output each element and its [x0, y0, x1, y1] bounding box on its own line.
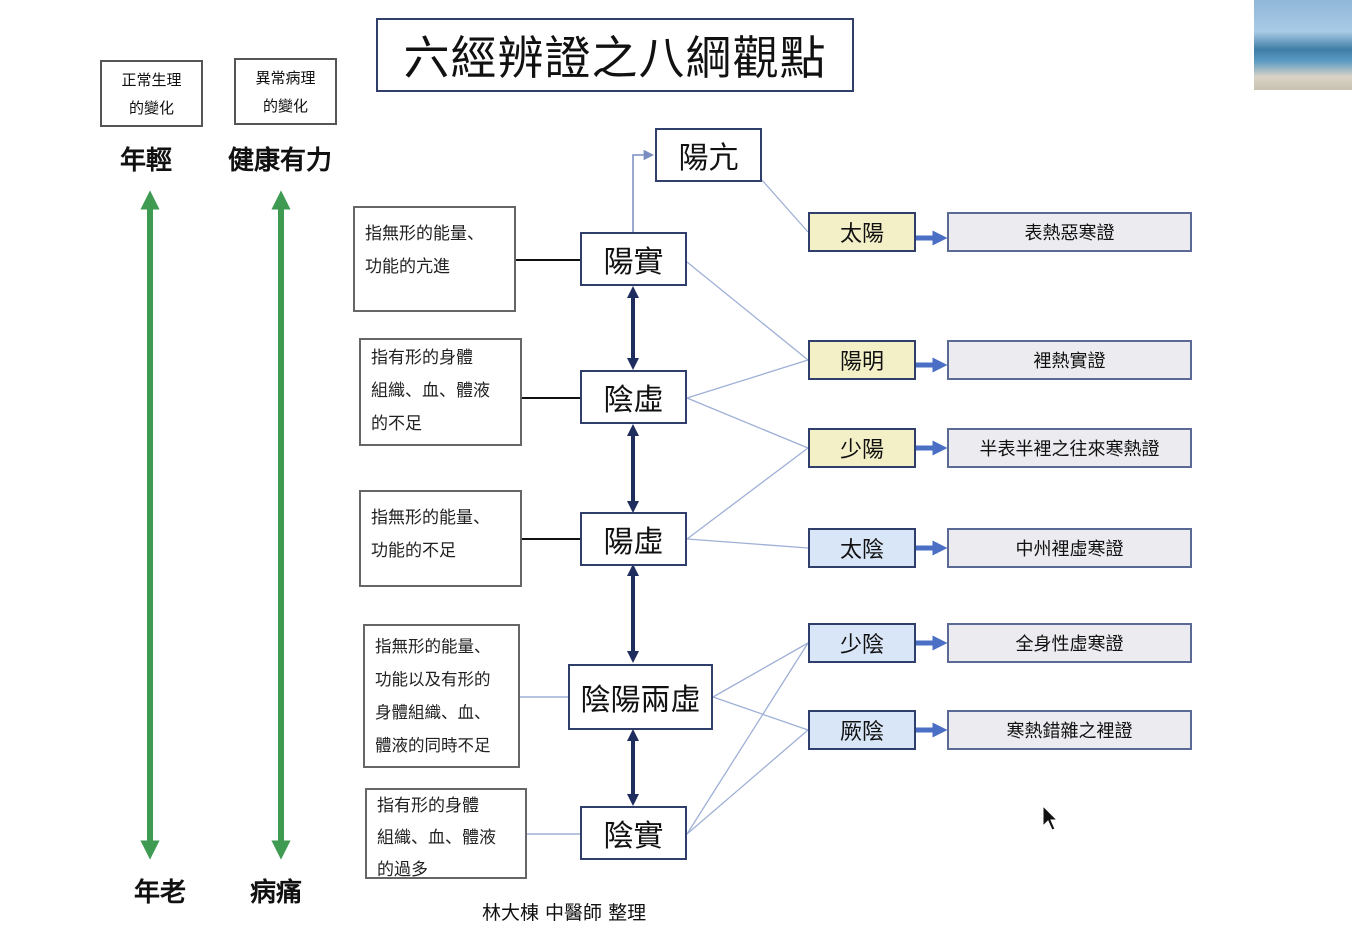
desc-line: 組織、血、體液 — [377, 828, 496, 848]
meridian-shaoyin: 少陰 — [808, 623, 916, 663]
desc-line: 組織、血、體液 — [371, 381, 490, 401]
meridian-shaoyang: 少陽 — [808, 428, 916, 468]
node-yinyang-liang-xu: 陰陽兩虛 — [568, 664, 713, 730]
author-credit: 林大棟 中醫師 整理 — [482, 902, 647, 924]
meridian-taiyang: 太陽 — [808, 212, 916, 252]
node-yin-xu: 陰虛 — [580, 370, 687, 424]
node-yang-xu: 陽虛 — [580, 512, 687, 566]
desc-line: 指有形的身體 — [377, 796, 479, 816]
desc-line: 體液的同時不足 — [375, 736, 491, 755]
axis-label-illness: 病痛 — [250, 878, 303, 908]
legend-normal-physiology: 正常生理 的變化 — [100, 60, 203, 127]
desc-yang-xu: 指無形的能量、 功能的不足 — [359, 490, 522, 587]
syndrome-taiyin: 中州裡虛寒證 — [947, 528, 1192, 568]
meridian-taiyin: 太陰 — [808, 528, 916, 568]
video-thumbnail[interactable] — [1254, 0, 1352, 90]
desc-line: 指無形的能量、 — [375, 637, 491, 656]
legend-abnormal-line2: 的變化 — [262, 96, 308, 115]
axis-label-young: 年輕 — [120, 146, 173, 176]
meridian-yangming: 陽明 — [808, 340, 916, 380]
node-yang-shi: 陽實 — [580, 232, 687, 286]
syndrome-shaoyang: 半表半裡之往來寒熱證 — [947, 428, 1192, 468]
yangshi-to-yangkang — [632, 149, 655, 232]
desc-yin-shi: 指有形的身體 組織、血、體液 的過多 — [365, 788, 527, 880]
legend-normal-line1: 正常生理 — [121, 70, 182, 89]
desc-line: 功能的亢進 — [365, 257, 450, 277]
syndrome-yangming: 裡熱實證 — [947, 340, 1192, 380]
desc-line: 指無形的能量、 — [371, 508, 490, 528]
desc-yang-shi: 指無形的能量、 功能的亢進 — [353, 206, 516, 312]
desc-yin-xu: 指有形的身體 組織、血、體液 的不足 — [359, 338, 522, 446]
mouse-cursor — [1042, 804, 1059, 831]
desc-line: 功能以及有形的 — [375, 670, 491, 689]
axis-label-old: 年老 — [134, 878, 187, 908]
desc-yinyang-xu: 指無形的能量、 功能以及有形的 身體組織、血、 體液的同時不足 — [363, 624, 520, 768]
diagram-title: 六經辨證之八綱觀點 — [376, 18, 854, 92]
syndrome-shaoyin: 全身性虛寒證 — [947, 623, 1192, 663]
desc-line: 指有形的身體 — [371, 348, 473, 368]
meridian-jueyin: 厥陰 — [808, 710, 916, 750]
desc-line: 的不足 — [371, 414, 422, 434]
node-yang-kang: 陽亢 — [655, 128, 762, 182]
syndrome-taiyang: 表熱惡寒證 — [947, 212, 1192, 252]
desc-line: 的過多 — [377, 860, 428, 880]
desc-line: 身體組織、血、 — [375, 703, 491, 722]
axis-label-healthy: 健康有力 — [228, 146, 333, 176]
legend-normal-line2: 的變化 — [128, 98, 174, 117]
desc-line: 功能的不足 — [371, 541, 456, 561]
node-yin-shi: 陰實 — [580, 806, 687, 860]
legend-abnormal-pathology: 異常病理 的變化 — [234, 58, 337, 125]
syndrome-jueyin: 寒熱錯雜之裡證 — [947, 710, 1192, 750]
legend-abnormal-line1: 異常病理 — [255, 68, 316, 87]
desc-line: 指無形的能量、 — [365, 224, 484, 244]
